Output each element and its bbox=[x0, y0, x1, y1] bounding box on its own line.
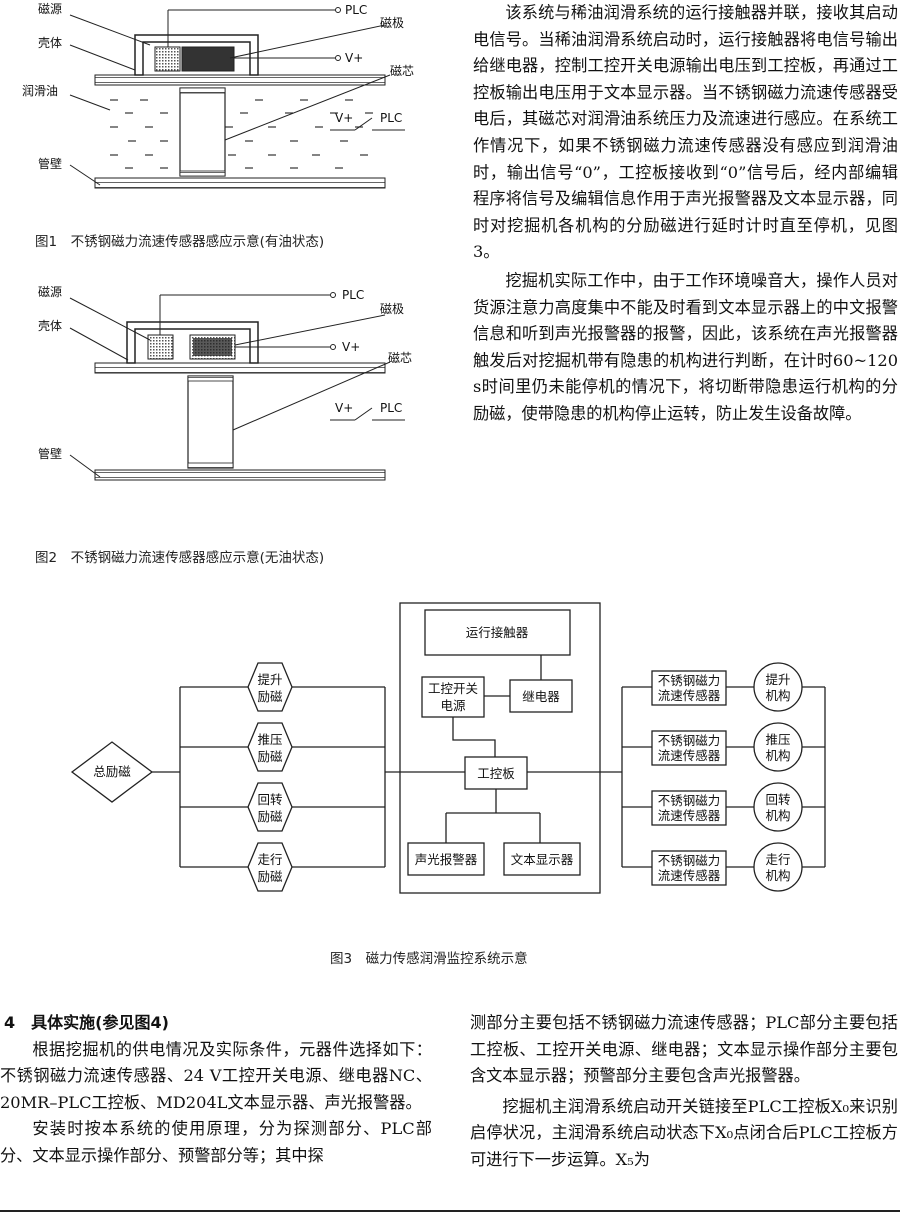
svg-text:回转: 回转 bbox=[257, 792, 282, 807]
paragraph: 安装时按本系统的使用原理，分为探测部分、PLC部分、文本显示操作部分、预警部分等… bbox=[0, 1119, 432, 1165]
board-label: 工控板 bbox=[477, 766, 515, 781]
svg-text:励磁: 励磁 bbox=[257, 689, 283, 704]
svg-text:流速传感器: 流速传感器 bbox=[658, 868, 721, 883]
label-wall: 管壁 bbox=[38, 156, 62, 171]
magnetic-source bbox=[147, 334, 174, 360]
magnetic-core bbox=[187, 375, 234, 469]
figure-3-system-diagram: .box{fill:#fff;stroke:#222;stroke-width:… bbox=[70, 602, 826, 894]
right-column-section: 测部分主要包括不锈钢磁力流速传感器；PLC部分主要包括工控板、工控开关电源、继电… bbox=[470, 1010, 898, 1174]
paragraph: 挖掘机实际工作中，由于工作环境噪音大，操作人员对货源注意力高度集中不能及时看到文… bbox=[473, 270, 898, 423]
label-wall: 管壁 bbox=[38, 446, 62, 461]
label-shell: 壳体 bbox=[38, 319, 62, 333]
label-plc: PLC bbox=[345, 3, 367, 17]
relay-label: 继电器 bbox=[522, 689, 560, 704]
page-bottom-rule bbox=[0, 1210, 900, 1212]
label-vplus: V+ bbox=[342, 340, 360, 354]
figure-2-diagram: 磁源 壳体 管壁 PLC 磁极 V+ 磁芯 V+ PLC bbox=[38, 284, 412, 481]
left-column-section: 4 具体实施(参见图4) 根据挖掘机的供电情况及实际条件，元器件选择如下：不锈钢… bbox=[0, 1010, 432, 1170]
magnetic-source bbox=[154, 46, 181, 72]
magnetic-pole bbox=[181, 46, 235, 72]
label-source: 磁源 bbox=[38, 284, 62, 299]
right-column-text: 该系统与稀油润滑系统的运行接触器并联，接收其启动电信号。当稀油润滑系统启动时，运… bbox=[473, 0, 898, 428]
label-core: 磁芯 bbox=[388, 350, 412, 365]
label-plc: PLC bbox=[342, 288, 364, 302]
svg-text:走行: 走行 bbox=[765, 852, 790, 867]
svg-text:提升: 提升 bbox=[765, 672, 790, 687]
psu-label-2: 电源 bbox=[440, 698, 466, 713]
svg-text:流速传感器: 流速传感器 bbox=[658, 808, 721, 823]
display-box bbox=[503, 842, 581, 876]
svg-text:励磁: 励磁 bbox=[257, 869, 283, 884]
pipe-bottom-wall bbox=[94, 177, 386, 189]
label-pole: 磁极 bbox=[380, 15, 404, 30]
board-box bbox=[464, 756, 528, 790]
svg-text:励磁: 励磁 bbox=[257, 809, 283, 824]
paragraph: 根据挖掘机的供电情况及实际条件，元器件选择如下：不锈钢磁力流速传感器、24 V工… bbox=[0, 1039, 432, 1112]
svg-text:走行: 走行 bbox=[257, 852, 282, 867]
label-core: 磁芯 bbox=[390, 63, 414, 78]
label-vplus: V+ bbox=[345, 51, 363, 65]
figure-1-caption: 图1 不锈钢磁力流速传感器感应示意(有油状态) bbox=[35, 234, 325, 250]
label-switch-v: V+ bbox=[335, 401, 353, 415]
label-switch-v: V+ bbox=[335, 111, 353, 125]
label-shell: 壳体 bbox=[38, 36, 62, 50]
svg-text:不锈钢磁力: 不锈钢磁力 bbox=[658, 733, 721, 748]
svg-text:励磁: 励磁 bbox=[257, 749, 283, 764]
figure-1-diagram: 磁源 壳体 润滑油 管壁 PLC 磁极 V+ 磁芯 V+ PLC bbox=[22, 1, 414, 189]
svg-text:不锈钢磁力: 不锈钢磁力 bbox=[658, 793, 721, 808]
sensor-shell bbox=[134, 34, 259, 76]
svg-text:不锈钢磁力: 不锈钢磁力 bbox=[658, 853, 721, 868]
paragraph: 测部分主要包括不锈钢磁力流速传感器；PLC部分主要包括工控板、工控开关电源、继电… bbox=[470, 1013, 898, 1086]
svg-text:推压: 推压 bbox=[257, 732, 282, 747]
svg-text:不锈钢磁力: 不锈钢磁力 bbox=[658, 673, 721, 688]
contactor-label: 运行接触器 bbox=[466, 625, 529, 640]
figure-2-caption: 图2 不锈钢磁力流速传感器感应示意(无油状态) bbox=[35, 550, 325, 566]
alarm-box bbox=[407, 842, 485, 876]
label-source: 磁源 bbox=[38, 1, 62, 16]
alarm-label: 声光报警器 bbox=[415, 852, 478, 867]
svg-text:流速传感器: 流速传感器 bbox=[658, 688, 721, 703]
svg-text:机构: 机构 bbox=[765, 868, 790, 883]
label-switch-plc: PLC bbox=[380, 111, 402, 125]
svg-text:回转: 回转 bbox=[765, 792, 790, 807]
psu-label-1: 工控开关 bbox=[428, 681, 478, 696]
sensor-shell bbox=[126, 321, 259, 364]
svg-text:机构: 机构 bbox=[765, 748, 790, 763]
pipe-top-wall bbox=[94, 362, 386, 374]
display-label: 文本显示器 bbox=[511, 852, 574, 867]
paragraph: 该系统与稀油润滑系统的运行接触器并联，接收其启动电信号。当稀油润滑系统启动时，运… bbox=[473, 3, 898, 262]
figure-3-caption: 图3 磁力传感润滑监控系统示意 bbox=[330, 951, 528, 967]
relay-box bbox=[509, 679, 573, 713]
svg-text:推压: 推压 bbox=[765, 732, 790, 747]
main-field-label: 总励磁 bbox=[93, 764, 131, 779]
pipe-bottom-wall bbox=[94, 469, 386, 481]
section-title: 4 具体实施(参见图4) bbox=[4, 1013, 169, 1032]
svg-text:机构: 机构 bbox=[765, 688, 790, 703]
svg-text:提升: 提升 bbox=[257, 672, 282, 687]
svg-text:流速传感器: 流速传感器 bbox=[658, 748, 721, 763]
magnetic-core bbox=[179, 87, 226, 177]
contactor-box bbox=[424, 609, 571, 656]
paragraph: 挖掘机主润滑系统启动开关链接至PLC工控板X₀来识别启停状况，主润滑系统启动状态… bbox=[470, 1096, 898, 1169]
label-oil: 润滑油 bbox=[22, 84, 58, 98]
svg-text:机构: 机构 bbox=[765, 808, 790, 823]
label-switch-plc: PLC bbox=[380, 401, 402, 415]
label-pole: 磁极 bbox=[380, 301, 404, 316]
pipe-top-wall bbox=[94, 74, 386, 86]
